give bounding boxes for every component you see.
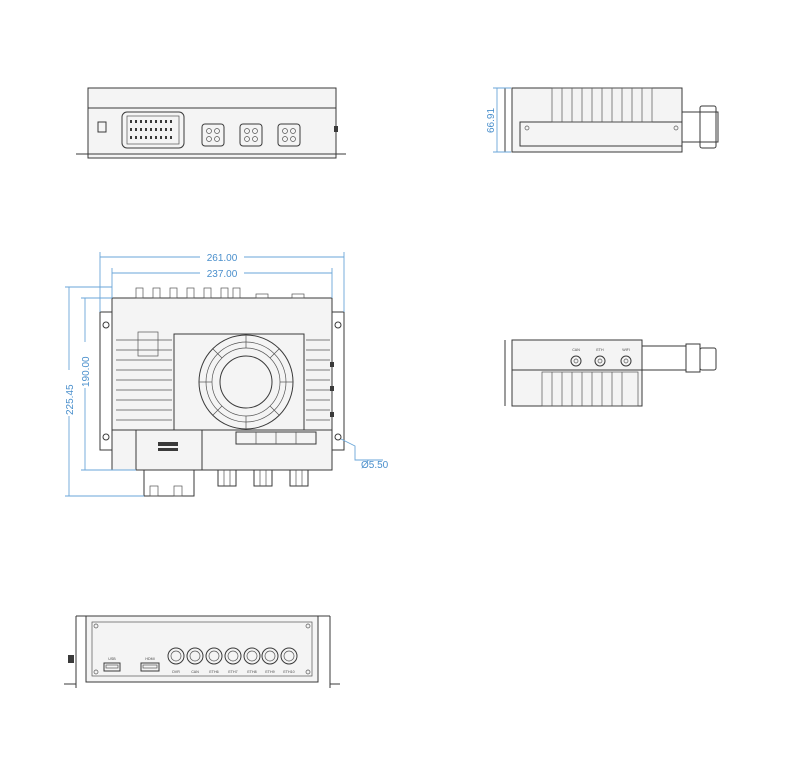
connector-icon <box>277 123 301 147</box>
circular-port-icon <box>243 647 261 665</box>
circular-port-icon <box>261 647 279 665</box>
plan-view: 261.00 237.00 225.45 190.00 Ø5.50 <box>62 250 389 497</box>
connector-icon <box>121 111 185 149</box>
circular-port-icon <box>620 355 632 367</box>
overall-height-dimension: 225.45 <box>65 384 76 415</box>
connector-icon <box>253 469 273 487</box>
rear-view <box>76 87 346 159</box>
side-height-dimension: 66.91 <box>486 108 497 133</box>
connector-icon <box>289 469 309 487</box>
circular-port-icon <box>594 355 606 367</box>
overall-width-dimension: 261.00 <box>207 253 238 264</box>
port-label: ETH6 <box>209 670 218 674</box>
side-view-top: 66.91 <box>486 87 719 153</box>
port-label: ETH9 <box>265 670 274 674</box>
side-view-middle: CAN ETH WIFI <box>504 339 717 407</box>
side-port-label: WIFI <box>622 348 630 352</box>
inner-height-dimension: 190.00 <box>81 356 92 387</box>
usb-label: USB <box>108 657 116 661</box>
port-label: ETH10 <box>283 670 294 674</box>
fan-icon <box>198 334 294 430</box>
port-label: ETH7 <box>228 670 237 674</box>
connector-icon <box>239 123 263 147</box>
hole-diameter-dimension: Ø5.50 <box>361 460 389 471</box>
connector-icon <box>201 123 225 147</box>
hdmi-label: HDMI <box>145 657 154 661</box>
circular-port-icon <box>167 647 185 665</box>
side-port-label: CAN <box>572 348 580 352</box>
circular-port-icon <box>570 355 582 367</box>
port-label: CAN <box>191 670 199 674</box>
circular-port-icon <box>280 647 298 665</box>
front-view: USB HDMI DVR CAN ETH6 ETH7 ETH8 ETH9 ETH… <box>64 615 340 688</box>
hdmi-port-icon <box>140 662 160 672</box>
usb-port-icon <box>103 662 121 672</box>
inner-width-dimension: 237.00 <box>207 269 238 280</box>
side-port-label: ETH <box>596 348 604 352</box>
circular-port-icon <box>224 647 242 665</box>
circular-port-icon <box>205 647 223 665</box>
circular-port-icon <box>186 647 204 665</box>
port-label: ETH8 <box>247 670 256 674</box>
port-label: DVR <box>172 670 180 674</box>
connector-icon <box>217 469 237 487</box>
